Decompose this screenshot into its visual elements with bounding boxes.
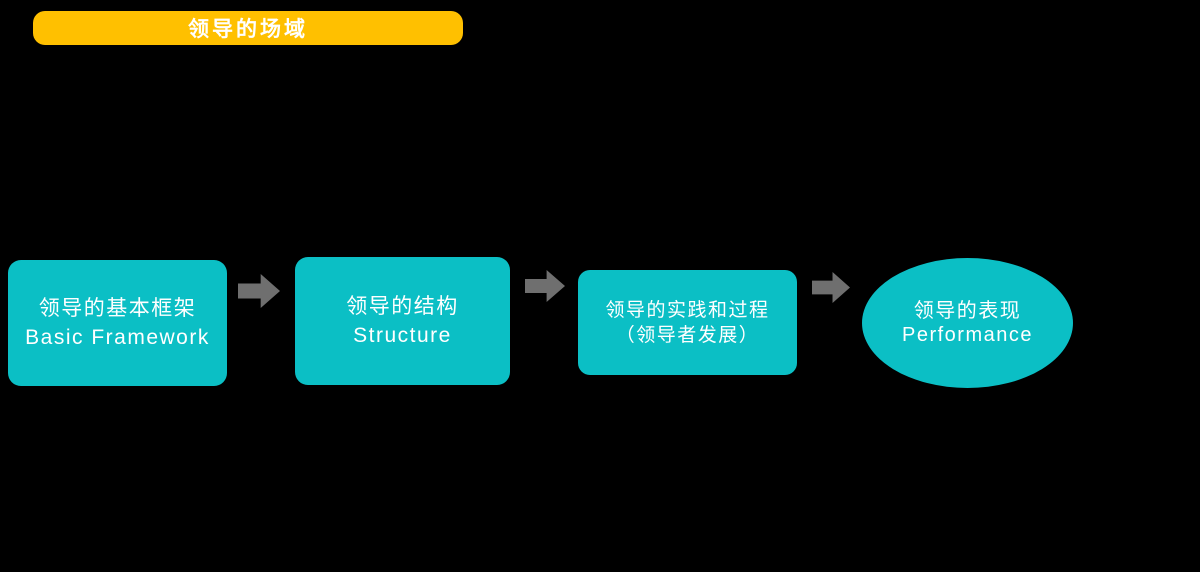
right-block-arrow-icon [812,272,850,303]
node-subtitle: Performance [902,324,1033,346]
node-title: 领导的实践和过程 [605,299,770,321]
right-block-arrow-icon [525,270,565,302]
node-title: 领导的结构 [346,295,459,318]
node-performance: 领导的表现 Performance [862,258,1073,388]
field-banner: 领导的场域 [33,11,463,45]
node-subtitle: Structure [353,324,452,347]
node-subtitle: Basic Framework [25,326,210,349]
node-structure: 领导的结构 Structure [295,257,510,385]
node-practice-process: 领导的实践和过程 （领导者发展） [578,270,797,375]
node-basic-framework: 领导的基本框架 Basic Framework [8,260,227,386]
field-banner-label: 领导的场域 [188,18,308,41]
node-subtitle: （领导者发展） [615,324,760,346]
node-title: 领导的基本框架 [38,297,197,320]
node-title: 领导的表现 [913,300,1022,322]
right-block-arrow-icon [238,274,280,308]
